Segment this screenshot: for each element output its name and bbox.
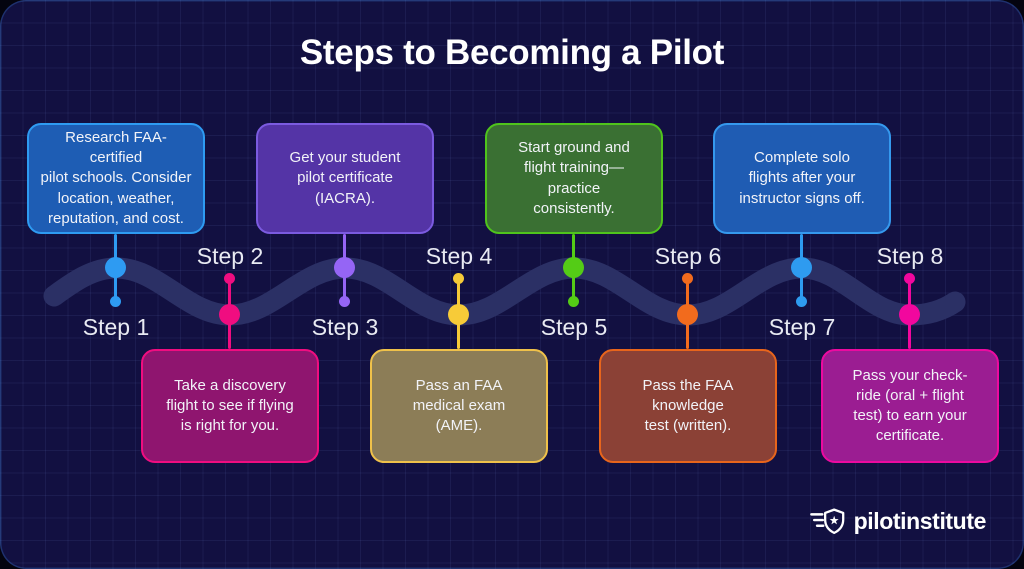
step-dot-small (453, 273, 464, 284)
step-dot-large (563, 257, 584, 278)
brand-name: pilotinstitute (853, 508, 987, 534)
step-dot-small (904, 273, 915, 284)
step-label: Step 7 (768, 314, 836, 340)
step-dot-large (334, 257, 355, 278)
step-dot-small (339, 296, 350, 307)
winged-shield-star-icon (809, 508, 844, 535)
step-dot-large (105, 257, 126, 278)
step-box: Pass an FAA medical exam (AME). (370, 349, 548, 463)
step-dot-large (448, 304, 469, 325)
step-dot-small (110, 296, 121, 307)
step-label: Step 6 (654, 243, 722, 269)
step-box: Get your student pilot certificate (IACR… (256, 123, 434, 234)
brand-logo: pilotinstitute (809, 507, 986, 536)
step-box: Take a discovery flight to see if flying… (141, 349, 319, 463)
step-box: Research FAA-certified pilot schools. Co… (27, 123, 205, 234)
step-label: Step 3 (311, 314, 379, 340)
step-label: Step 8 (876, 243, 944, 269)
step-label: Step 5 (540, 314, 608, 340)
step-dot-small (682, 273, 693, 284)
step-dot-large (219, 304, 240, 325)
step-label: Step 4 (425, 243, 493, 269)
step-box: Pass your check- ride (oral + flight tes… (821, 349, 999, 463)
step-label: Step 1 (82, 314, 150, 340)
step-box: Pass the FAA knowledge test (written). (599, 349, 777, 463)
step-label: Step 2 (196, 243, 264, 269)
step-dot-large (899, 304, 920, 325)
step-dot-small (568, 296, 579, 307)
step-dot-large (677, 304, 698, 325)
step-box: Start ground and flight training— practi… (485, 123, 663, 234)
step-dot-large (791, 257, 812, 278)
step-dot-small (796, 296, 807, 307)
step-dot-small (224, 273, 235, 284)
step-box: Complete solo flights after your instruc… (713, 123, 891, 234)
page-title: Steps to Becoming a Pilot (299, 33, 725, 72)
